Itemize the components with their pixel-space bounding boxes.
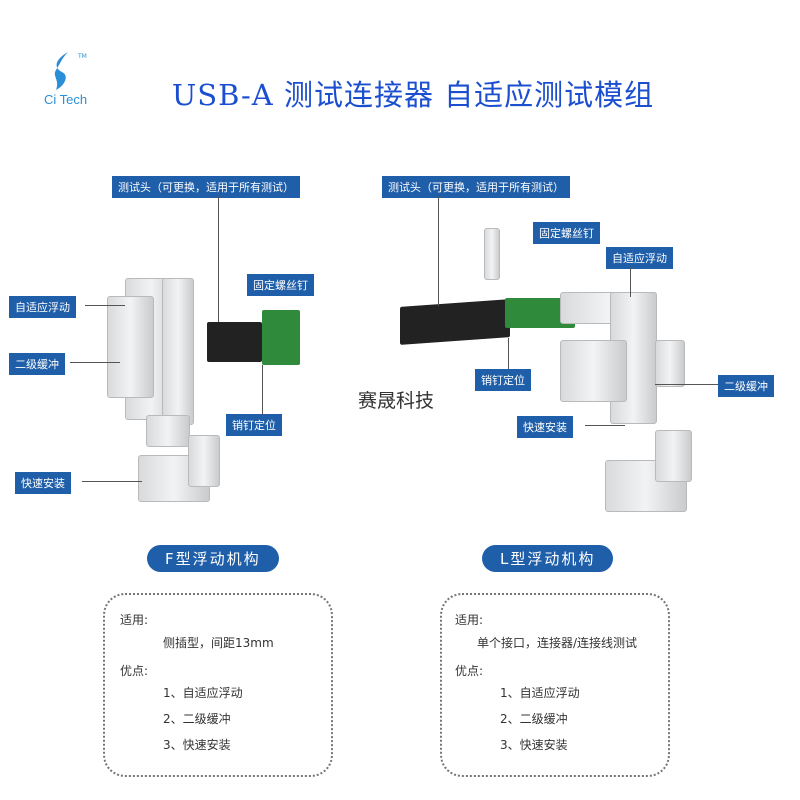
label-test-head: 测试头（可更换，适用于所有测试） — [112, 176, 300, 198]
label-fixing-screw-r: 固定螺丝钉 — [533, 222, 600, 244]
f-pcb — [262, 310, 300, 365]
usage-label: 适用: — [120, 613, 149, 627]
label-secondary-buffer-r: 二级缓冲 — [718, 375, 774, 397]
label-secondary-buffer: 二级缓冲 — [9, 353, 65, 375]
f-info-box — [103, 593, 333, 777]
usage-label: 适用: — [455, 613, 484, 627]
usage-text: 单个接口，连接器/连接线测试 — [477, 636, 638, 650]
advantages-label: 优点: — [455, 664, 484, 678]
logo-icon — [54, 52, 68, 90]
l-side-block — [655, 340, 685, 387]
label-adaptive-float-r: 自适应浮动 — [606, 247, 673, 269]
l-float-block — [560, 340, 627, 402]
f-mount-post — [188, 435, 220, 487]
leader-line — [82, 481, 142, 482]
l-mechanism-title: L型浮动机构 — [482, 545, 614, 572]
l-info-box — [440, 593, 670, 777]
leader-line — [630, 267, 631, 297]
advantage-item: 3、快速安装 — [163, 738, 231, 752]
leader-line — [85, 305, 125, 306]
usage-text: 侧插型，间距13mm — [163, 636, 274, 650]
label-quick-install-r: 快速安装 — [517, 416, 573, 438]
f-mechanism-title: F型浮动机构 — [147, 545, 279, 572]
label-test-head-r: 测试头（可更换，适用于所有测试） — [382, 176, 570, 198]
leader-line — [262, 365, 263, 415]
label-quick-install: 快速安装 — [15, 472, 71, 494]
label-adaptive-float: 自适应浮动 — [9, 296, 76, 318]
leader-line — [438, 196, 439, 306]
f-test-head — [207, 322, 262, 362]
l-screw — [484, 228, 500, 280]
f-side-plate — [162, 278, 194, 425]
logo-tm: TM — [78, 53, 87, 60]
leader-line — [585, 425, 625, 426]
leader-line — [218, 196, 219, 322]
advantage-item: 1、自适应浮动 — [500, 686, 580, 700]
label-pin-locating-r: 销钉定位 — [475, 369, 531, 391]
watermark: 赛晟科技 — [358, 390, 435, 412]
l-mount-post — [655, 430, 692, 482]
leader-line — [70, 362, 120, 363]
f-lower-block — [146, 415, 190, 447]
leader-line — [655, 384, 718, 385]
advantages-label: 优点: — [120, 664, 149, 678]
f-float-block — [107, 296, 154, 398]
advantage-item: 2、二级缓冲 — [500, 712, 568, 726]
advantage-item: 2、二级缓冲 — [163, 712, 231, 726]
l-test-head — [400, 299, 510, 345]
page-title: USB-A 测试连接器 自适应测试模组 — [171, 78, 655, 112]
label-fixing-screw: 固定螺丝钉 — [247, 274, 314, 296]
advantage-item: 1、自适应浮动 — [163, 686, 243, 700]
logo-brand: Ci Tech — [44, 92, 88, 107]
advantage-item: 3、快速安装 — [500, 738, 568, 752]
label-pin-locating: 销钉定位 — [226, 414, 282, 436]
leader-line — [508, 338, 509, 369]
